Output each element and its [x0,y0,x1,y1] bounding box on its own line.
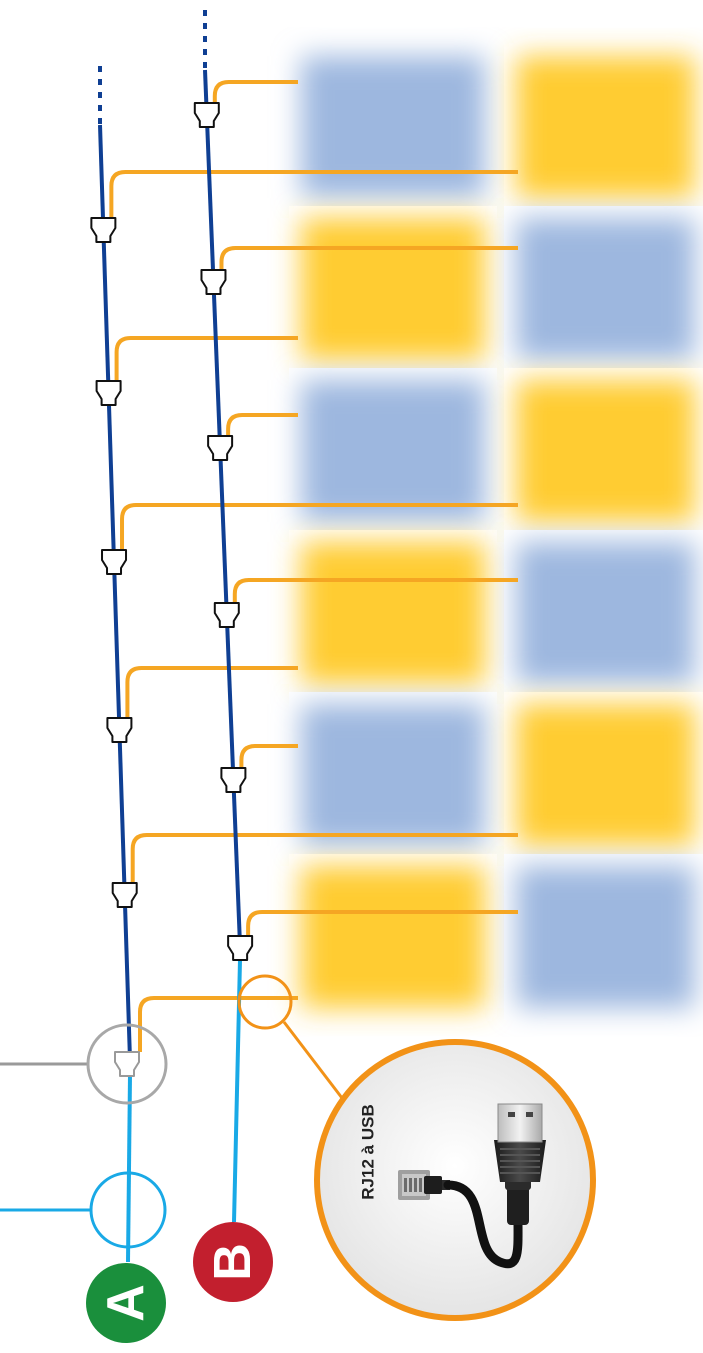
zoom-label: RJ12 à USB [359,1104,378,1199]
gray-connector-callout [0,1023,168,1105]
bus-a-trunk [98,124,132,1061]
usb-plug-icon [494,1103,546,1225]
tee-connector-icon [101,549,128,575]
tee-connector-icon [114,1051,140,1077]
zoom-source-ring [237,974,293,1030]
drop-cable-b [219,246,518,272]
solar-panel [504,692,703,858]
bus-a-badge: A [86,1263,166,1343]
tee-connector-icon [207,435,234,461]
drop-cable-b [239,744,298,770]
drop-cable-b [232,578,518,605]
cabling [90,10,518,1263]
bus-a-usb-line [126,1074,132,1263]
tee-connector-icon [227,935,254,961]
bus-b-label: B [204,1243,262,1281]
drop-cable-a [109,170,518,220]
solar-panel [289,44,497,210]
bus-b-badge: B [193,1222,273,1302]
solar-panel [504,206,703,372]
solar-panel [289,692,497,858]
solar-panel [289,368,497,534]
tee-connector-icon [90,217,117,243]
bus-b-trunk [203,69,242,946]
solar-panel [289,854,497,1020]
solar-panel [504,854,703,1020]
tee-connector-icon [200,269,227,295]
drop-cable-a-end [138,996,298,1052]
drop-cable-b [226,413,298,438]
tee-connector-icon [213,602,240,628]
tee-connector-icon [95,380,122,406]
solar-panel [289,530,497,696]
rj12-usb-zoom-callout: RJ12 à USB [237,974,596,1321]
drop-cable-a [125,666,298,720]
drop-cable-a [130,833,518,885]
tee-connector-icon [193,102,220,128]
drop-cable-a [120,503,518,552]
tee-connector-icon [111,882,138,908]
bus-a-label: A [97,1284,155,1322]
drop-cable-b [246,910,518,938]
tee-connector-icon [220,767,247,793]
solar-panel [289,206,497,372]
solar-panels [289,44,703,1020]
drop-cable-b [212,80,298,105]
solar-panel [504,44,703,210]
solar-panel [504,368,703,534]
solar-panel [504,530,703,696]
rj12-jack-icon [398,1170,450,1200]
usb-line-callout [0,1171,167,1249]
drop-cable-a [114,336,298,383]
tee-connector-icon [106,717,133,743]
